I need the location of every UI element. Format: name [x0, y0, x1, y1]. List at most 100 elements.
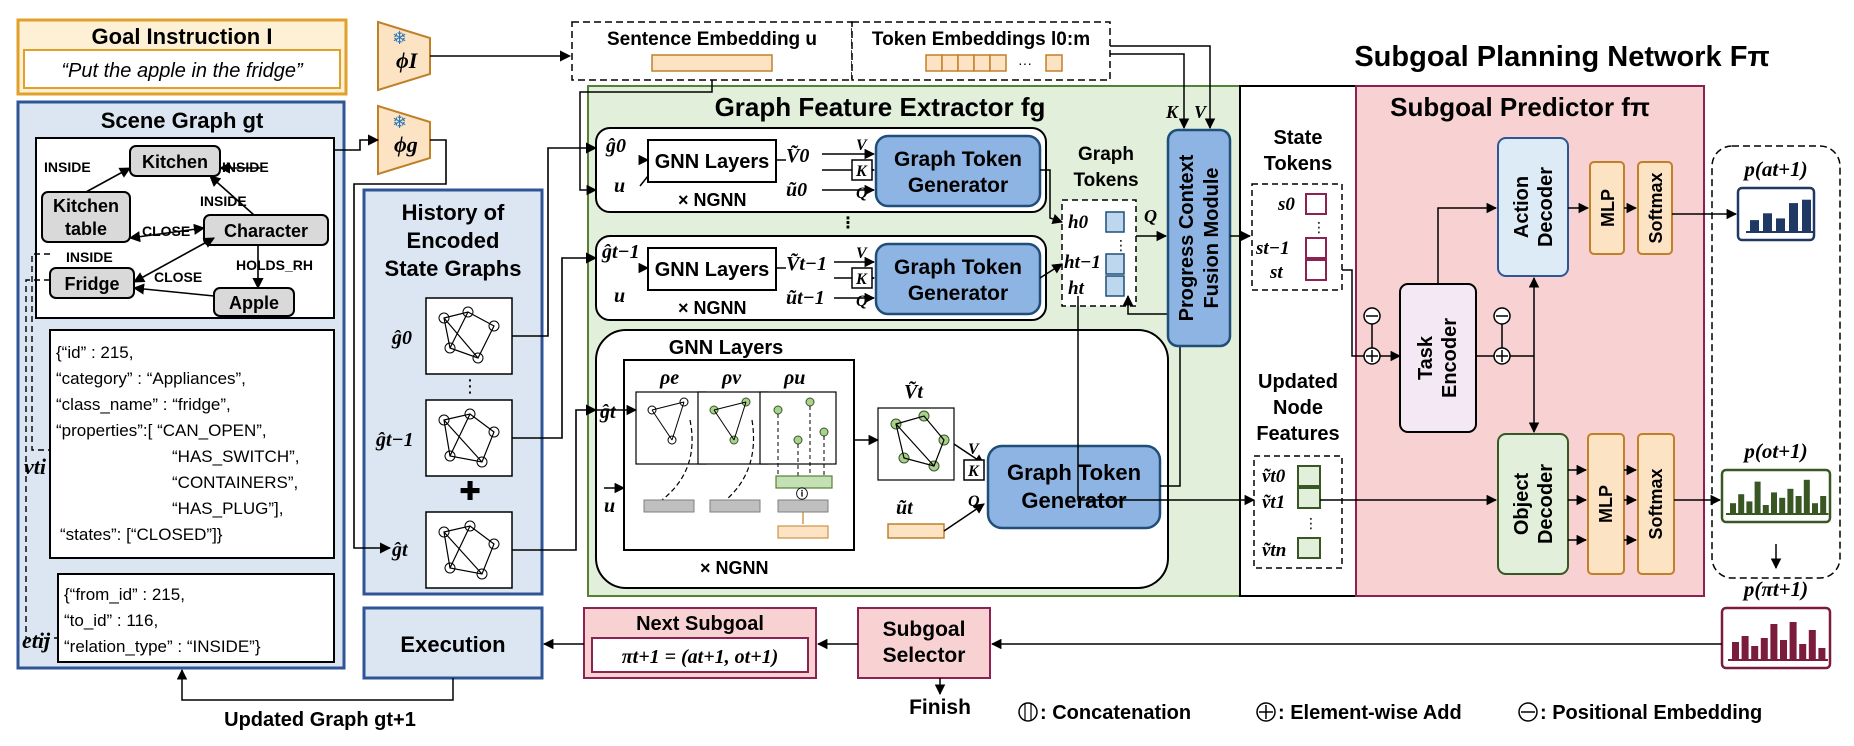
subgoal-predictor-panel: Subgoal Predictor fπ Task Encoder Action… — [1342, 85, 1705, 597]
svg-text:: Concatenation: : Concatenation — [1040, 702, 1191, 724]
goal-instruction-text: “Put the apple in the fridge” — [61, 60, 304, 82]
plus-icon: ✚ — [459, 476, 481, 506]
svg-text:u: u — [614, 175, 625, 197]
subgoal-selector: Subgoal Selector — [857, 607, 991, 679]
svg-text:V: V — [968, 441, 980, 458]
node-json-line: “properties”:[ “CAN_OPEN”, — [56, 421, 267, 440]
svg-text:K: K — [1165, 102, 1180, 122]
svg-text:K: K — [855, 271, 868, 288]
global-feature-bar — [777, 499, 829, 513]
object-softmax-box — [1637, 433, 1675, 575]
svg-text:State: State — [1274, 127, 1323, 149]
graph-thumbnail — [425, 399, 513, 477]
subgoal-bar — [1818, 648, 1826, 660]
node-json-line: “class_name” : “fridge”, — [56, 395, 231, 414]
node-json-box — [49, 329, 335, 559]
execution-box: Execution — [362, 606, 544, 680]
action-bar — [1763, 213, 1772, 232]
p-object-label: p(ot+1) — [1742, 439, 1807, 463]
svg-text:Kitchen: Kitchen — [142, 152, 208, 172]
svg-text:u: u — [614, 285, 625, 307]
predictor-title: Subgoal Predictor fπ — [1390, 92, 1650, 122]
token-cell — [925, 54, 943, 72]
state-tokens: State Tokens s0 ⋮ st−1 st — [1251, 127, 1343, 291]
subgoal-bar — [1760, 638, 1768, 660]
edge-json-line: “to_id” : 116, — [64, 611, 158, 630]
concat-icon — [1018, 702, 1038, 722]
graph-thumbnail — [425, 297, 513, 375]
svg-text:ṽtn: ṽtn — [1262, 540, 1286, 561]
svg-text:GNN Layers: GNN Layers — [655, 151, 770, 173]
sentence-embedding-label: Sentence Embedding u — [607, 29, 817, 50]
subgoal-bar — [1770, 624, 1778, 660]
state-token-cell — [1305, 237, 1327, 259]
object-decoder-label: Object — [1511, 473, 1533, 536]
svg-text:HOLDS_RH: HOLDS_RH — [236, 257, 313, 273]
token-cell — [941, 54, 959, 72]
svg-text:INSIDE: INSIDE — [222, 159, 269, 175]
embeddings-row: Sentence Embedding u Token Embeddings l0… — [571, 21, 1111, 81]
svg-text:⋮: ⋮ — [840, 215, 856, 232]
svg-text:s0: s0 — [1277, 194, 1295, 215]
node-json-line: “HAS_SWITCH”, — [172, 447, 300, 466]
svg-text:V: V — [856, 245, 868, 262]
graph-thumbnail — [425, 511, 513, 589]
svg-text:ũt: ũt — [896, 497, 914, 519]
gnn-layers-box — [647, 247, 777, 291]
history-label-g0: ĝ0 — [391, 327, 412, 349]
svg-text:Updated: Updated — [1258, 371, 1338, 393]
svg-text:⋮: ⋮ — [1304, 515, 1318, 531]
state-token-cell — [1305, 259, 1327, 281]
svg-text:h0: h0 — [1068, 212, 1089, 233]
graph-token-generator-box — [874, 134, 1042, 208]
svg-text:Subgoal: Subgoal — [883, 618, 966, 641]
svg-text:GNN Layers: GNN Layers — [669, 337, 784, 359]
svg-text:ũ0: ũ0 — [786, 179, 807, 201]
svg-text:Ṽt: Ṽt — [904, 380, 924, 403]
scene-graph-title: Scene Graph gt — [101, 108, 264, 133]
object-bar — [1754, 481, 1761, 514]
fusion-title-2: Fusion Module — [1201, 167, 1223, 308]
action-decoder-box — [1497, 137, 1569, 277]
node-fridge — [49, 267, 135, 299]
node-json-line: {“id” : 215, — [56, 343, 134, 362]
snowflake-icon: ❄ — [392, 28, 407, 48]
svg-text:Character: Character — [224, 221, 308, 241]
rho-v-graph — [697, 391, 769, 501]
finish-label: Finish — [909, 696, 971, 719]
phi-g-label: ϕg — [394, 132, 418, 157]
object-bar — [1820, 496, 1827, 514]
updated-node-features: Updated Node Features ṽt0 ṽt1 ⋮ ṽtn — [1253, 371, 1343, 569]
action-decoder-label-2: Decoder — [1535, 167, 1557, 247]
edge-feature-bar — [643, 499, 695, 513]
object-bar — [1738, 494, 1745, 514]
fusion-title: Progress Context — [1176, 154, 1198, 321]
svg-text:Node: Node — [1273, 397, 1323, 419]
next-subgoal: Next Subgoal πt+1 = (at+1, ot+1) — [583, 607, 817, 679]
svg-text:INSIDE: INSIDE — [44, 159, 91, 175]
svg-text:CLOSE: CLOSE — [154, 269, 202, 285]
legend: : Concatenation : Element-wise Add : Pos… — [1018, 702, 1762, 724]
svg-text:ρv: ρv — [721, 367, 742, 389]
action-softmax-box — [1637, 161, 1673, 255]
p-action-label: p(at+1) — [1742, 157, 1807, 181]
edge-json-line: “relation_type” : “INSIDE”} — [64, 637, 261, 656]
subgoal-bar — [1789, 622, 1797, 660]
svg-text:ρe: ρe — [659, 367, 679, 389]
node-feature-cell — [1297, 537, 1321, 559]
edge-json-line: {“from_id” : 215, — [64, 585, 185, 604]
svg-text:ĝ0: ĝ0 — [605, 135, 626, 157]
svg-text:Ṽ0: Ṽ0 — [786, 144, 809, 167]
subgoal-bar — [1799, 644, 1807, 660]
node-feature-bar — [709, 499, 761, 513]
history-ellipsis: ⋮ — [461, 376, 479, 396]
u-tilde-bar — [887, 523, 945, 539]
gnn-layers-box — [647, 139, 777, 183]
object-decoder-box — [1497, 433, 1569, 575]
action-bars — [1746, 199, 1815, 233]
svg-text:ũt−1: ũt−1 — [786, 287, 825, 309]
node-json-line: “category” : “Appliances”, — [56, 369, 246, 388]
